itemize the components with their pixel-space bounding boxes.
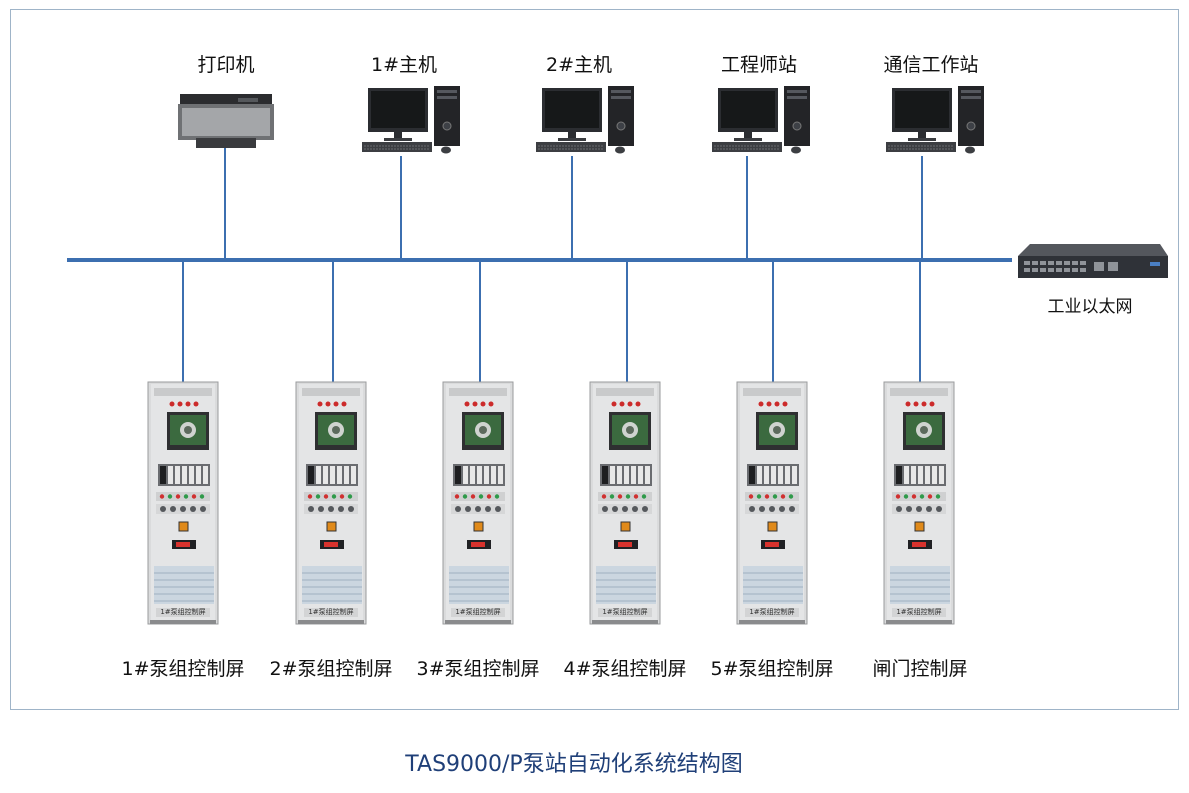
diagram-caption: TAS9000/P泵站自动化系统结构图 (405, 752, 743, 777)
panel-4-label: 4#泵组控制屏 (563, 658, 687, 680)
diagram-frame (10, 9, 1179, 710)
panel-6-label: 闸门控制屏 (872, 658, 968, 680)
panel-2-cabinet-icon (295, 381, 367, 625)
host1-computer-icon (361, 85, 461, 154)
printer-label: 打印机 (197, 54, 255, 76)
ethernet-switch-icon (1018, 244, 1168, 278)
panel-5-plate: 1#泵组控制屏 (749, 607, 794, 616)
host2-computer-icon (535, 85, 635, 154)
panel-5-cabinet-icon (736, 381, 808, 625)
panel-2-plate: 1#泵组控制屏 (308, 607, 353, 616)
panel-3-plate: 1#泵组控制屏 (455, 607, 500, 616)
host2-label: 2#主机 (545, 54, 613, 76)
panel-3-label: 3#泵组控制屏 (416, 658, 540, 680)
engineer-computer-icon (711, 85, 811, 154)
panel-6-plate: 1#泵组控制屏 (896, 607, 941, 616)
comm-station-label: 通信工作站 (883, 54, 979, 76)
engineer-station-label: 工程师站 (720, 54, 798, 76)
panel-6-cabinet-icon (883, 381, 955, 625)
switch-label: 工业以太网 (1047, 297, 1133, 317)
panel-3-cabinet-icon (442, 381, 514, 625)
panel-1-plate: 1#泵组控制屏 (160, 607, 205, 616)
panel-4-cabinet-icon (589, 381, 661, 625)
panel-2-label: 2#泵组控制屏 (269, 658, 393, 680)
panel-5-label: 5#泵组控制屏 (710, 658, 834, 680)
comm-computer-icon (885, 85, 985, 154)
panel-1-label: 1#泵组控制屏 (121, 658, 245, 680)
host1-label: 1#主机 (370, 54, 438, 76)
printer-icon (178, 94, 274, 148)
panel-4-plate: 1#泵组控制屏 (602, 607, 647, 616)
panel-1-cabinet-icon (147, 381, 219, 625)
